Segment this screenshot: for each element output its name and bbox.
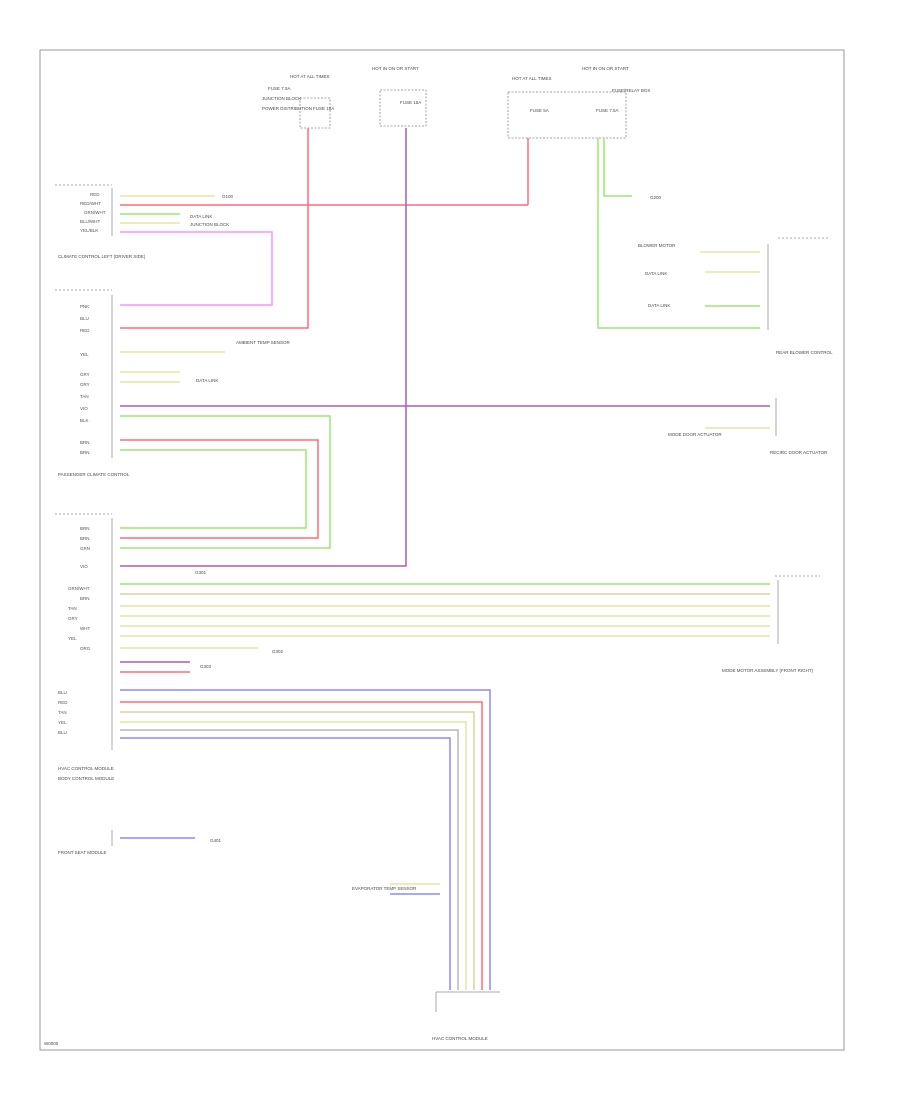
pin-label: RED (80, 328, 90, 333)
pin-label: BRN (80, 536, 90, 541)
wire-tan-bundle (120, 711, 475, 990)
ground-label-5: G401 (210, 838, 222, 843)
fuse-box-2 (379, 89, 427, 127)
component-label: REAR BLOWER CONTROL (776, 350, 833, 355)
wire-grn-feed (597, 138, 760, 329)
component-label: FRONT SEAT MODULE (58, 850, 107, 855)
fuse-block-3: HOT AT ALL TIMES HOT IN ON OR START FUSE… (507, 66, 650, 139)
wire-grn-feed-2 (603, 138, 632, 197)
diagram-id: W0000 (44, 1041, 59, 1046)
component-label: RECIRC DOOR ACTUATOR (770, 450, 828, 455)
pin-label: GRN/WHT (84, 210, 106, 215)
pin-label: BLK (80, 418, 89, 423)
pin-label: BRN (80, 450, 90, 455)
pin-label: PNK (80, 304, 89, 309)
component-label: DATA LINK (648, 303, 670, 308)
pin-label: WHT (80, 626, 90, 631)
pin-label: TAN (58, 710, 67, 715)
pin-label: GRN (80, 546, 90, 551)
component-mode-motor: MODE MOTOR ASSEMBLY (FRONT RIGHT) (722, 575, 820, 673)
ground-label-3: G301 (195, 570, 207, 575)
hot-label-4: HOT IN ON OR START (582, 66, 629, 71)
fuse-2-text: FUSE 15A (400, 100, 421, 105)
fuse-block-label: FUSE/RELAY BOX (612, 88, 650, 93)
power-dist-label-1: POWER DISTRIBUTION (262, 106, 312, 111)
hot-label-1: HOT AT ALL TIMES (290, 74, 330, 79)
wire-blu-bundle-2 (120, 737, 451, 990)
data-link-label-2: DATA LINK (196, 378, 218, 383)
component-label: PASSENGER CLIMATE CONTROL (58, 472, 130, 477)
fuse-block-2: HOT IN ON OR START FUSE 15A (372, 66, 427, 127)
wire-red-bundle (120, 701, 483, 990)
fuse-block-1: HOT AT ALL TIMES FUSE 7.5A JUNCTION BLOC… (262, 74, 334, 129)
ground-label: G100 (222, 194, 234, 199)
pin-label: YEL (68, 636, 77, 641)
pin-label: BRN (80, 440, 90, 445)
component-label: BLOWER MOTOR (638, 243, 676, 248)
fuse-4-text: FUSE 7.5A (596, 108, 619, 113)
pin-label: GRY (68, 616, 78, 621)
wire-gry-bundle (120, 729, 459, 990)
pin-label: VIO (80, 406, 88, 411)
component-passenger-control: PNK BLU RED YEL GRY GRY TAN VIO BLK BRN … (55, 289, 130, 477)
pin-label: VIO (80, 564, 88, 569)
wire-red-feed (120, 128, 309, 329)
wire-pnk (120, 231, 273, 306)
pin-label: RED (58, 700, 68, 705)
bottom-connector: HVAC CONTROL MODULE (432, 991, 500, 1041)
wire-vio-feed (120, 128, 407, 567)
component-rear-blower: BLOWER MOTOR DATA LINK DATA LINK REAR BL… (638, 237, 833, 355)
fuse-label-1: FUSE 7.5A (268, 86, 291, 91)
wire-yel-bundle (120, 721, 467, 990)
component-bottom-left: G401 FRONT SEAT MODULE (58, 830, 222, 855)
component-hvac-module: BRN BRN GRN VIO GRN/WHT BRN TAN GRY WHT … (55, 513, 114, 781)
wire-grn-loop-2 (120, 449, 307, 529)
pin-label: RED (90, 192, 100, 197)
pin-label: YEL (58, 720, 67, 725)
fuse-1-text: FUSE 10A (313, 106, 334, 111)
component-label: MODE DOOR ACTUATOR (668, 432, 722, 437)
data-link-label: DATA LINK (190, 214, 212, 219)
component-label: BODY CONTROL MODULE (58, 776, 114, 781)
fuse-box-1 (299, 97, 331, 129)
pin-label: YEL/BLK (80, 228, 98, 233)
pin-label: GRN/WHT (68, 586, 90, 591)
stub-label: G303 (200, 664, 212, 669)
pin-label: TAN (80, 394, 89, 399)
component-label: EVAPORATOR TEMP SENSOR (352, 886, 417, 891)
junction-label-1: JUNCTION BLOCK (262, 96, 301, 101)
component-climate-control: RED RED/WHT GRN/WHT BLU/WHT YEL/BLK CLIM… (55, 184, 146, 259)
ground-label-4: G302 (272, 649, 284, 654)
hot-label-2: HOT IN ON OR START (372, 66, 419, 71)
component-label: HVAC CONTROL MODULE (432, 1036, 488, 1041)
pin-label: BLU/WHT (80, 219, 101, 224)
component-label: DATA LINK (645, 271, 667, 276)
pin-label: YEL (80, 352, 89, 357)
hot-label-3: HOT AT ALL TIMES (512, 76, 552, 81)
pin-label: BLU (80, 316, 89, 321)
pin-label: ORG (80, 646, 91, 651)
ground-label-2: G200 (650, 195, 662, 200)
pin-label: GRY (80, 372, 90, 377)
component-label: MODE MOTOR ASSEMBLY (FRONT RIGHT) (722, 668, 814, 673)
pin-label: RED/WHT (80, 201, 101, 206)
wire-red-loop (120, 439, 319, 539)
pin-label: GRY (80, 382, 90, 387)
pin-label: BRN (80, 596, 90, 601)
pin-label: BRN (80, 526, 90, 531)
wire-blu-bundle (120, 689, 491, 990)
component-label: CLIMATE CONTROL LEFT (DRIVER SIDE) (58, 254, 146, 259)
component-recirc: MODE DOOR ACTUATOR RECIRC DOOR ACTUATOR (668, 398, 828, 455)
pin-label: TAN (68, 606, 77, 611)
pin-label: BLU (58, 730, 67, 735)
junction-label: JUNCTION BLOCK (190, 222, 229, 227)
wire-grn-loop (120, 415, 331, 549)
sensor-label: AMBIENT TEMP SENSOR (236, 340, 291, 345)
pin-label: BLU (58, 690, 67, 695)
fuse-3-text: FUSE 5A (530, 108, 549, 113)
diagram-frame (39, 49, 845, 1051)
component-label: HVAC CONTROL MODULE (58, 766, 114, 771)
fuse-box-3 (507, 91, 627, 139)
